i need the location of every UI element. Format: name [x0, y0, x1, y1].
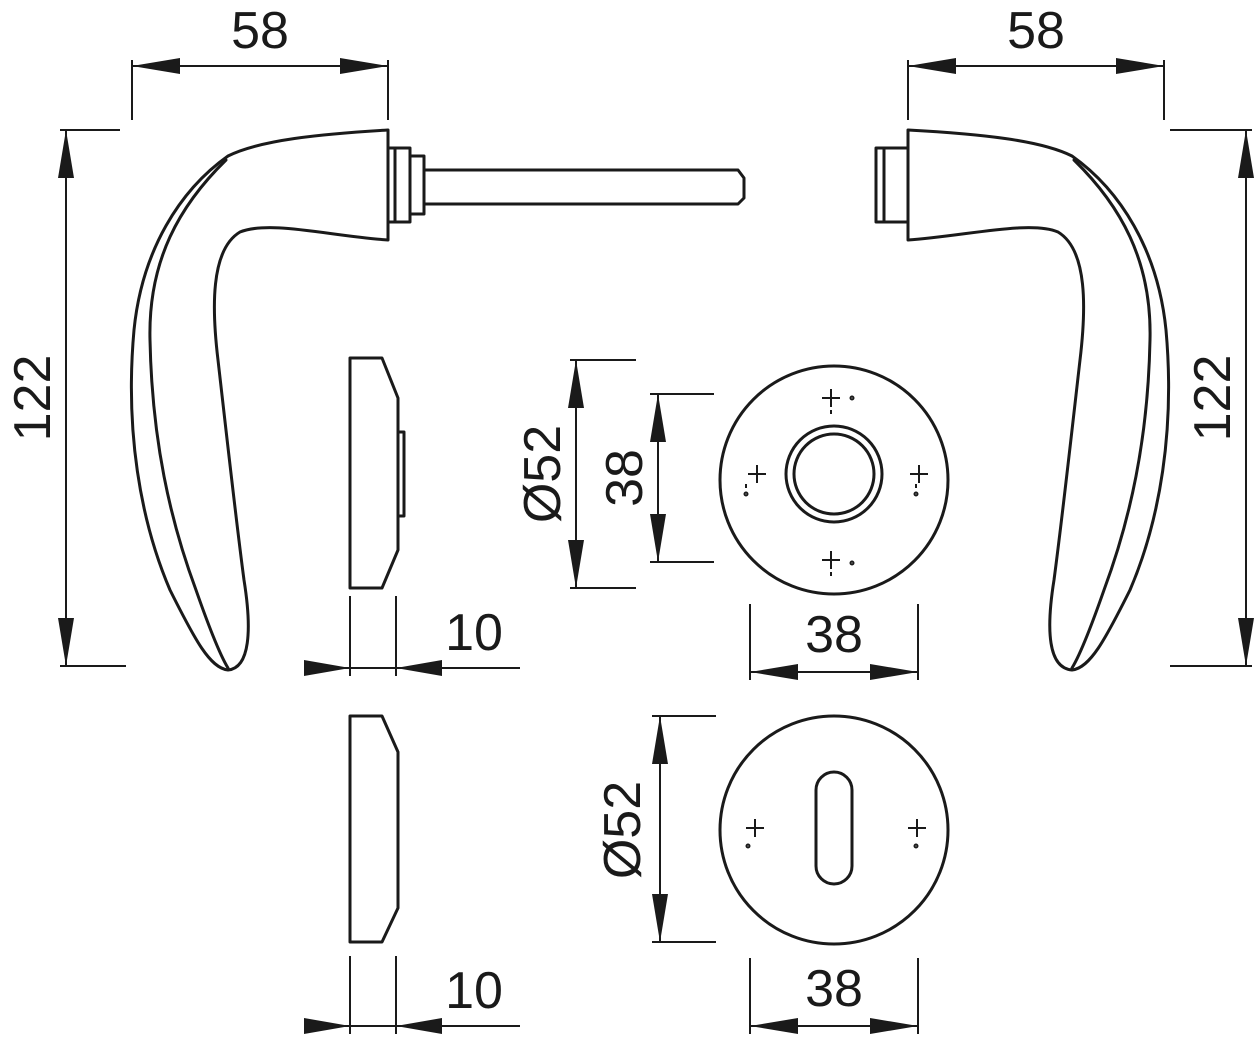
- screw-marker-top: [822, 389, 855, 414]
- keyhole-slot: [814, 770, 854, 886]
- rose-side-view: [348, 356, 406, 590]
- dim-escutcheon-diameter-label: Ø52: [594, 781, 652, 879]
- dim-right-width: 58: [907, 2, 1165, 120]
- screw-marker-esc-left: [745, 819, 764, 849]
- dim-escutcheon-width-label: 38: [805, 960, 863, 1018]
- rose-front-view: [718, 364, 950, 596]
- dim-left-width-label: 58: [231, 2, 289, 60]
- dim-rose-inner-label: 38: [596, 449, 654, 507]
- screw-marker-bottom: [822, 551, 855, 576]
- dim-escutcheon-thickness: 10: [304, 956, 520, 1034]
- dim-rose-inner: 38: [596, 393, 714, 563]
- dim-right-height: 122: [1170, 129, 1254, 667]
- dim-escutcheon-diameter: Ø52: [594, 715, 716, 943]
- escutcheon-side-view: [348, 714, 400, 944]
- screw-marker-left: [743, 465, 766, 497]
- dim-rose-thickness: 10: [304, 596, 520, 676]
- right-lever-handle: [874, 128, 1171, 672]
- dim-rose-thickness-label: 10: [445, 604, 503, 662]
- dim-rose-diameter: Ø52: [514, 359, 636, 589]
- screw-marker-right: [910, 465, 928, 497]
- dim-left-height-label: 122: [4, 355, 62, 442]
- dim-left-width: 58: [131, 2, 389, 120]
- escutcheon-front-view: [718, 714, 950, 946]
- dim-right-width-label: 58: [1007, 2, 1065, 60]
- dim-rose-diameter-label: Ø52: [514, 425, 572, 523]
- screw-marker-esc-right: [908, 819, 926, 849]
- dim-rose-bottom-width-label: 38: [805, 606, 863, 664]
- dim-escutcheon-thickness-label: 10: [445, 962, 503, 1020]
- dim-left-height: 122: [4, 129, 126, 667]
- left-lever-handle: [129, 128, 746, 672]
- dim-rose-bottom-width: 38: [749, 604, 919, 680]
- dim-right-height-label: 122: [1184, 355, 1242, 442]
- dim-escutcheon-width: 38: [749, 958, 919, 1034]
